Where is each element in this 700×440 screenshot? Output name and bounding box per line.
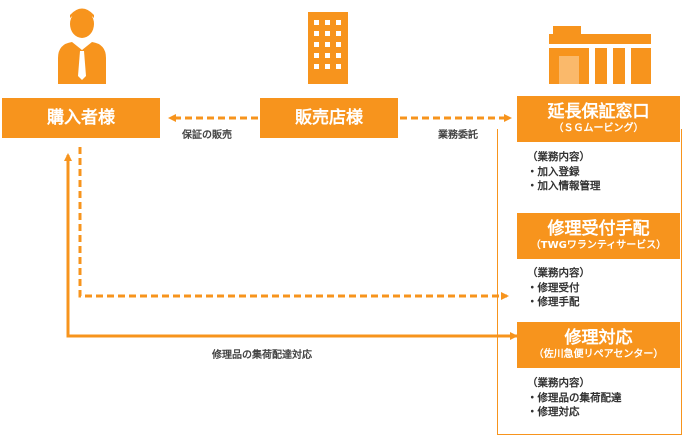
arrow-repair-to-buyer: [64, 153, 517, 338]
repair-handling-title: 修理対応: [564, 328, 633, 348]
edge-label-repair-pickup: 修理品の集荷配達対応: [212, 346, 312, 361]
repair-reception-subtitle: （TWGワランティサービス）: [530, 240, 667, 251]
duty-item: ・加入登録: [527, 165, 580, 178]
repair-reception-box: 修理受付手配 （TWGワランティサービス）: [517, 213, 680, 259]
retailer-box: 販売店様: [260, 98, 398, 138]
repair-reception-title: 修理受付手配: [547, 219, 650, 239]
edge-label-outsourcing: 業務委託: [438, 126, 478, 141]
buyer-box: 購入者様: [2, 98, 160, 138]
duty-item: ・加入情報管理: [527, 180, 601, 192]
retailer-title: 販売店様: [295, 108, 363, 128]
arrow-buyer-to-repair-reception: [78, 147, 509, 300]
partner-group-frame: [497, 129, 682, 435]
duties-heading: （業務内容）: [527, 377, 590, 389]
edge-label-warranty-sale: 保証の販売: [182, 126, 232, 141]
warranty-window-box: 延長保証窓口 （ＳＧムービング）: [517, 96, 680, 142]
duty-item: ・修理品の集荷配達: [527, 391, 622, 404]
duty-item: ・修理手配: [527, 296, 580, 308]
duties-heading: （業務内容）: [527, 151, 590, 163]
warranty-window-title: 延長保証窓口: [547, 102, 650, 122]
buyer-title: 購入者様: [47, 108, 115, 128]
repair-handling-duties: （業務内容） ・修理品の集荷配達 ・修理対応: [527, 376, 622, 420]
person-icon: [58, 8, 106, 84]
repair-handling-box: 修理対応 （佐川急便リペアセンター）: [517, 322, 680, 368]
repair-handling-subtitle: （佐川急便リペアセンター）: [533, 349, 664, 360]
warranty-window-subtitle: （ＳＧムービング）: [553, 123, 644, 134]
duty-item: ・修理受付: [527, 281, 580, 294]
repair-reception-duties: （業務内容） ・修理受付 ・修理手配: [527, 266, 590, 310]
shop-icon: [549, 26, 651, 84]
duties-heading: （業務内容）: [527, 267, 590, 279]
duty-item: ・修理対応: [527, 406, 580, 418]
warranty-window-duties: （業務内容） ・加入登録 ・加入情報管理: [527, 150, 601, 194]
building-icon: [308, 12, 348, 84]
